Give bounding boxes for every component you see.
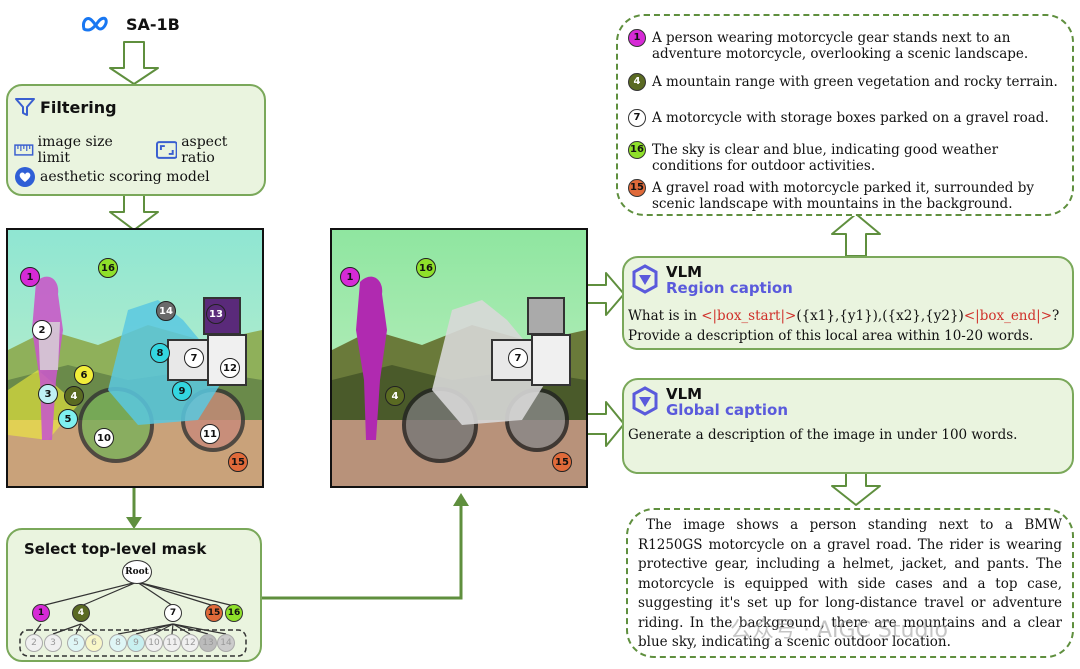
tree-child-9: 9 (127, 634, 145, 652)
mask-badge-12: 12 (220, 358, 240, 378)
scene-illustration-top (332, 230, 586, 486)
region-caption-row: 1 A person wearing motorcycle gear stands… (628, 29, 1062, 62)
tree-node-16: 16 (225, 604, 243, 622)
region-caption-row: 16 The sky is clear and blue, indicating … (628, 141, 1062, 174)
tree-child-14: 14 (217, 634, 235, 652)
region-vlm-box: VLM Region caption What is in <|box_star… (622, 256, 1074, 350)
box-end-token: <|box_end|> (963, 308, 1053, 324)
arrow-up-region (831, 213, 881, 257)
global-vlm-box: VLM Global caption Generate a descriptio… (622, 378, 1074, 474)
tree-child-6: 6 (85, 634, 103, 652)
region-caption-number: 16 (628, 141, 646, 159)
mask-badge-5: 5 (58, 409, 78, 429)
region-caption-number: 15 (628, 179, 646, 197)
mask-badge-7: 7 (184, 348, 204, 368)
tree-child-5: 5 (67, 634, 85, 652)
mask-tree-lines (19, 581, 247, 657)
region-caption-text: A motorcycle with storage boxes parked o… (652, 110, 1049, 126)
region-caption-row: 7 A motorcycle with storage boxes parked … (628, 109, 1062, 127)
mask-badge-9: 9 (172, 381, 192, 401)
source-header: SA-1B (80, 14, 180, 34)
global-vlm-subtitle: Global caption (666, 401, 789, 419)
tree-node-15: 15 (205, 604, 223, 622)
filter-aspect-label: aspect ratio (181, 134, 228, 166)
mask-badge-15: 15 (228, 452, 248, 472)
tree-child-11: 11 (163, 634, 181, 652)
region-captions-box: 1 A person wearing motorcycle gear stands… (616, 14, 1074, 216)
filter-size-label: image size limit (37, 134, 113, 166)
watermark: 公众号 · AIGC Studio (730, 618, 948, 643)
mask-badge-8: 8 (150, 343, 170, 363)
segmented-image-top-level (330, 228, 588, 488)
mask-badge-14: 14 (156, 301, 176, 321)
global-prompt: Generate a description of the image in u… (628, 427, 1018, 443)
region-caption-text: The sky is clear and blue, indicating go… (652, 142, 999, 174)
mask-badge-1: 1 (20, 267, 40, 287)
global-caption-box: The image shows a person standing next t… (626, 508, 1074, 658)
tree-node-4: 4 (72, 604, 90, 622)
mask-badge-7: 7 (508, 348, 528, 368)
source-label: SA-1B (126, 14, 180, 34)
mask-badge-15: 15 (552, 452, 572, 472)
region-caption-text: A person wearing motorcycle gear stands … (652, 30, 1029, 62)
region-caption-number: 7 (628, 109, 646, 127)
region-prompt-mark: ? (1052, 308, 1060, 324)
region-vlm-subtitle: Region caption (666, 279, 793, 297)
filter-aesthetic-label: aesthetic scoring model (40, 169, 210, 185)
filter-funnel-icon (15, 98, 35, 116)
vlm-logo-icon (632, 264, 658, 294)
aspect-ratio-icon (155, 141, 178, 159)
tree-child-12: 12 (181, 634, 199, 652)
global-caption-text: The image shows a person standing next t… (638, 517, 1062, 650)
region-caption-number: 1 (628, 29, 646, 47)
region-caption-row: 4 A mountain range with green vegetation … (628, 73, 1062, 91)
heart-badge-icon (15, 167, 35, 187)
vlm-logo-icon (632, 386, 658, 416)
mask-badge-6: 6 (74, 365, 94, 385)
mask-badge-3: 3 (38, 384, 58, 404)
tree-node-7: 7 (164, 604, 182, 622)
filtering-title: Filtering (40, 97, 117, 117)
filtering-box: Filtering image size limit aspect ratio … (6, 84, 266, 196)
mask-badge-13: 13 (206, 304, 226, 324)
mask-badge-4: 4 (385, 386, 405, 406)
region-caption-number: 4 (628, 73, 646, 91)
box-start-token: <|box_start|> (701, 308, 797, 324)
ruler-icon (14, 144, 34, 156)
tree-root-node: Root (122, 560, 152, 584)
tree-child-3: 3 (44, 634, 62, 652)
mask-badge-10: 10 (94, 428, 114, 448)
box-coords: ({x1},{y1}),({x2},{y2}) (796, 308, 964, 324)
tree-child-13: 13 (199, 634, 217, 652)
region-caption-row: 15 A gravel road with motorcycle parked i… (628, 179, 1062, 212)
region-prompt-prefix: What is in (628, 308, 702, 324)
tree-root-label: Root (125, 567, 149, 577)
region-caption-text: A mountain range with green vegetation a… (652, 74, 1058, 90)
mask-badge-1: 1 (340, 267, 360, 287)
tree-child-8: 8 (109, 634, 127, 652)
mask-badge-11: 11 (200, 424, 220, 444)
tree-child-2: 2 (25, 634, 43, 652)
region-caption-text: A gravel road with motorcycle parked it,… (652, 180, 1034, 212)
link-mask-to-image (262, 503, 463, 600)
mask-badge-16: 16 (98, 258, 118, 278)
meta-logo-icon (82, 16, 108, 32)
tree-node-1: 1 (32, 604, 50, 622)
scene-illustration (8, 230, 262, 486)
mask-badge-4: 4 (64, 386, 84, 406)
region-vlm-title: VLM (666, 263, 703, 281)
tree-child-10: 10 (145, 634, 163, 652)
mask-badge-2: 2 (32, 320, 52, 340)
select-mask-title: Select top-level mask (24, 540, 207, 558)
region-prompt-instruction: Provide a description of this local area… (628, 328, 1034, 344)
arrow-down-1 (109, 41, 159, 85)
region-prompt: What is in <|box_start|>({x1},{y1}),({x2… (628, 306, 1066, 346)
mask-badge-16: 16 (416, 258, 436, 278)
global-vlm-title: VLM (666, 385, 703, 403)
